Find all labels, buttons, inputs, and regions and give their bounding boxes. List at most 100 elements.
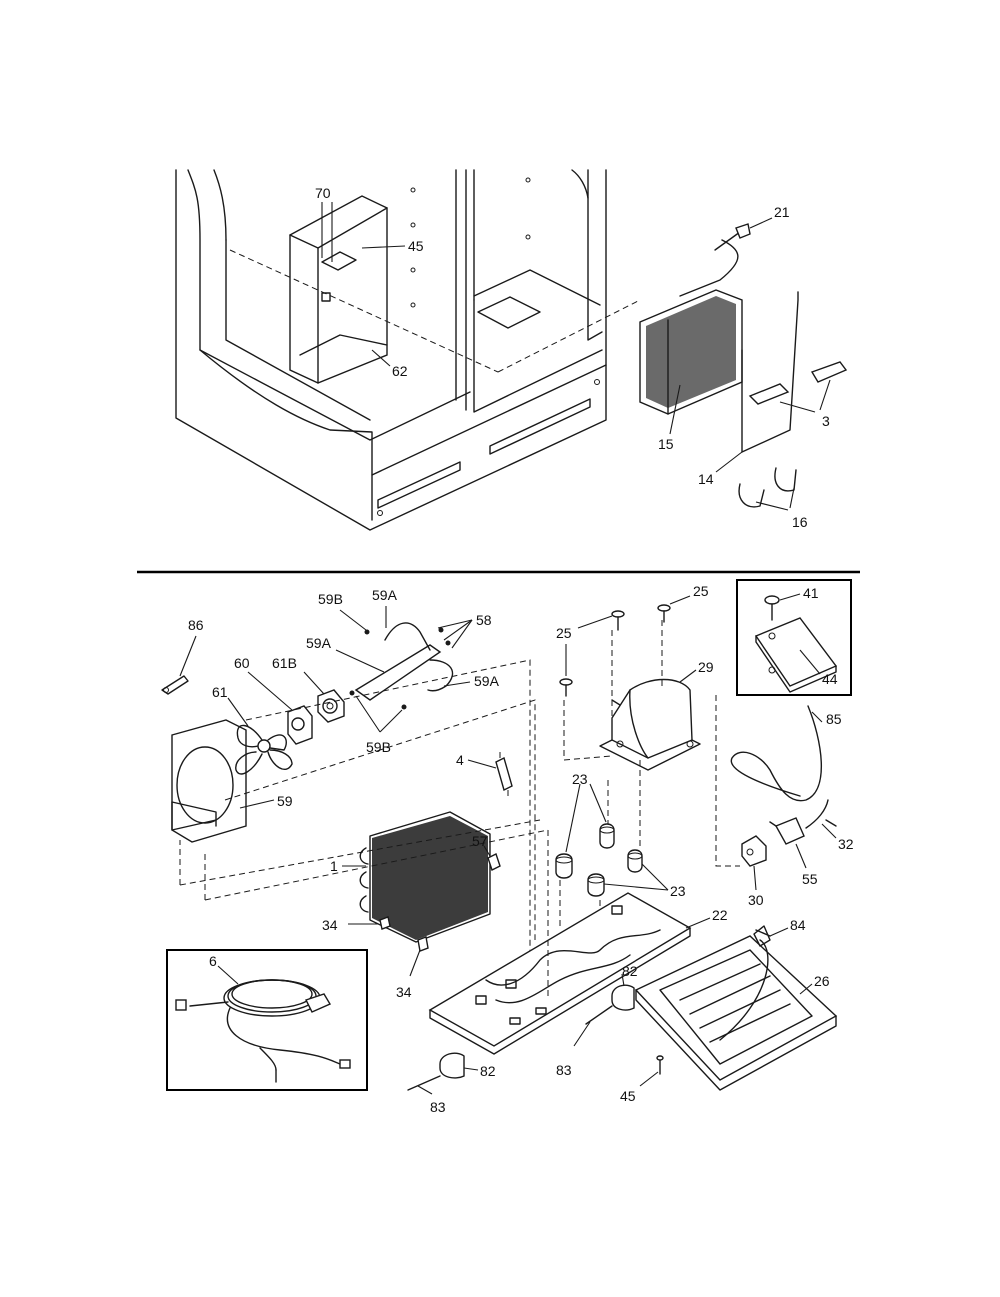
svg-text:21: 21 xyxy=(774,204,790,220)
callout-59B-bot: 59B xyxy=(355,695,403,755)
callout-45-bottom: 45 xyxy=(620,1071,659,1104)
callout-25-right: 25 xyxy=(669,583,709,605)
dash-box-3 xyxy=(224,699,536,940)
grommet-57 xyxy=(487,853,501,871)
callout-26: 26 xyxy=(799,973,830,995)
svg-text:6: 6 xyxy=(209,953,217,969)
svg-text:59A: 59A xyxy=(474,673,500,689)
callout-60: 60 xyxy=(234,655,293,711)
svg-text:59B: 59B xyxy=(366,739,391,755)
callout-25-left: 25 xyxy=(556,615,613,676)
svg-text:3: 3 xyxy=(822,413,830,429)
callout-59: 59 xyxy=(239,793,293,809)
svg-text:57: 57 xyxy=(472,833,488,849)
callout-44: 44 xyxy=(799,649,838,687)
callout-70: 70 xyxy=(315,185,333,262)
alignment-line-bucket xyxy=(229,249,499,373)
svg-text:45: 45 xyxy=(620,1088,636,1104)
callout-86: 86 xyxy=(179,617,204,677)
inset-screw-bracket xyxy=(736,579,852,696)
svg-text:85: 85 xyxy=(826,711,842,727)
callout-34-a: 34 xyxy=(322,917,378,933)
svg-text:30: 30 xyxy=(748,892,764,908)
svg-text:59B: 59B xyxy=(318,591,343,607)
condenser-15 xyxy=(639,223,751,415)
relay-55 xyxy=(769,817,805,845)
fan-shroud-59 xyxy=(171,719,247,843)
overload-30 xyxy=(741,835,767,867)
svg-text:14: 14 xyxy=(698,471,714,487)
alignment-line-condenser xyxy=(497,299,641,373)
base-plate-22 xyxy=(428,892,692,1055)
callout-1: 1 xyxy=(330,858,366,874)
svg-text:83: 83 xyxy=(430,1099,446,1115)
inset-power-cord xyxy=(166,949,368,1091)
cap-82-right xyxy=(585,984,635,1025)
svg-text:22: 22 xyxy=(712,907,728,923)
callout-85: 85 xyxy=(811,711,842,727)
svg-text:83: 83 xyxy=(556,1062,572,1078)
screw-45-bottom xyxy=(656,1055,664,1075)
svg-text:62: 62 xyxy=(392,363,408,379)
compressor-29 xyxy=(599,678,701,771)
drain-pan-26 xyxy=(634,929,838,1091)
svg-text:59A: 59A xyxy=(372,587,398,603)
fan-motor-60 xyxy=(287,705,313,745)
svg-text:82: 82 xyxy=(480,1063,496,1079)
wire-32 xyxy=(805,799,837,829)
callout-30: 30 xyxy=(748,865,764,908)
grommet-34b xyxy=(417,936,429,952)
svg-text:23: 23 xyxy=(572,771,588,787)
svg-text:61: 61 xyxy=(212,684,228,700)
dash-comp-1 xyxy=(563,700,613,761)
callout-3: 3 xyxy=(779,379,831,429)
callout-83-right: 83 xyxy=(556,1021,591,1078)
svg-text:82: 82 xyxy=(622,963,638,979)
grommet-34a xyxy=(379,916,391,930)
callout-16: 16 xyxy=(755,487,808,530)
callout-82-right: 82 xyxy=(621,963,638,987)
callout-21: 21 xyxy=(749,204,790,229)
svg-text:58: 58 xyxy=(476,612,492,628)
callout-59A-right: 59A xyxy=(443,673,500,689)
svg-text:23: 23 xyxy=(670,883,686,899)
grommet-23c xyxy=(587,873,605,897)
callout-32: 32 xyxy=(821,823,854,852)
callout-34-b: 34 xyxy=(396,949,421,1000)
hooks-16 xyxy=(738,467,797,508)
callout-57: 57 xyxy=(472,833,491,857)
svg-text:84: 84 xyxy=(790,917,806,933)
callout-23-top: 23 xyxy=(565,771,607,853)
callout-29: 29 xyxy=(679,659,714,683)
svg-text:59: 59 xyxy=(277,793,293,809)
svg-text:86: 86 xyxy=(188,617,204,633)
callout-15: 15 xyxy=(658,384,681,452)
svg-text:1: 1 xyxy=(330,858,338,874)
svg-text:15: 15 xyxy=(658,436,674,452)
drier-4 xyxy=(495,752,513,796)
callout-61: 61 xyxy=(212,684,249,727)
grommet-23d xyxy=(627,849,643,873)
svg-text:4: 4 xyxy=(456,752,464,768)
evaporator-coil-1 xyxy=(359,811,491,943)
callout-14: 14 xyxy=(698,451,743,487)
callout-23-bot: 23 xyxy=(603,863,686,899)
svg-text:25: 25 xyxy=(556,625,572,641)
callout-6: 6 xyxy=(209,953,239,985)
callout-83-bottom: 83 xyxy=(417,1085,446,1115)
svg-text:55: 55 xyxy=(802,871,818,887)
svg-text:26: 26 xyxy=(814,973,830,989)
callout-59B-top: 59B xyxy=(318,591,367,631)
callout-84: 84 xyxy=(769,917,806,937)
fan-bracket-59A xyxy=(349,622,454,710)
svg-text:16: 16 xyxy=(792,514,808,530)
svg-text:70: 70 xyxy=(315,185,331,201)
grommet-23b xyxy=(599,823,615,849)
svg-text:34: 34 xyxy=(396,984,412,1000)
callout-62: 62 xyxy=(371,349,408,379)
tube-84 xyxy=(753,925,771,947)
screw-25-left xyxy=(559,678,573,697)
svg-text:60: 60 xyxy=(234,655,250,671)
clip-86 xyxy=(161,675,189,695)
